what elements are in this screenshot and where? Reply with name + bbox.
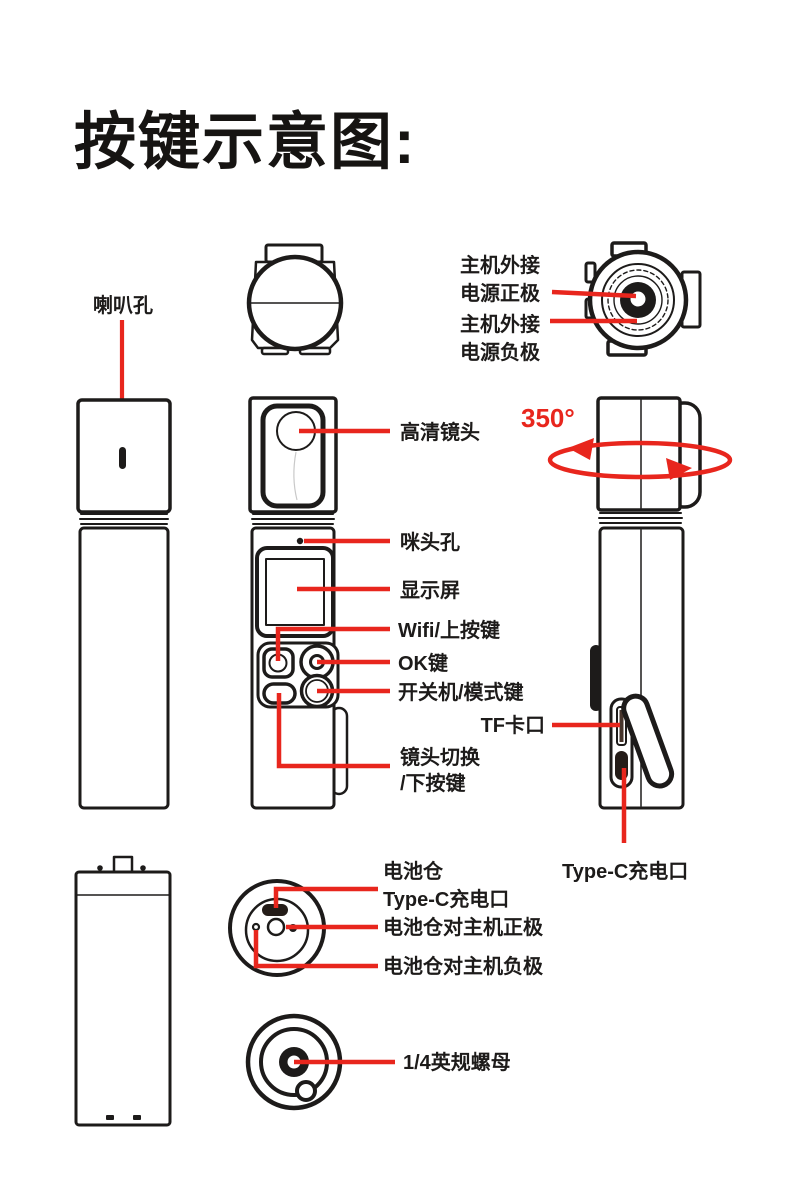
head-top-left-bump <box>584 261 597 284</box>
lens-barrel-ring-dashed <box>607 269 669 331</box>
callout-line-compartment-neg <box>253 930 378 969</box>
label-compartment-line2: Type-C充电口 <box>383 887 509 911</box>
label-hd-lens: 高清镜头 <box>400 420 480 444</box>
label-compartment-pos: 电池仓对主机正极 <box>383 915 544 939</box>
head-top-view: 主机外接 电源正极 主机外接 电源负极 <box>460 241 702 364</box>
display-screen <box>265 558 325 626</box>
label-quarter-nut: 1/4英规螺母 <box>403 1050 511 1074</box>
callout-line-lens-switch <box>276 693 390 769</box>
device-front-view: 高清镜头 咪头孔 显示屏 Wifi/上按键 OK键 开关机/模式键 镜头切换 /… <box>248 396 524 810</box>
callout-line-compartment-typec <box>273 886 378 908</box>
device-side-view: 350° TF卡口 Type-C充电口 <box>481 396 733 883</box>
page-title: 按键示意图: <box>74 108 417 177</box>
nut-notch <box>295 1080 317 1102</box>
label-wifi-up: Wifi/上按键 <box>398 618 500 642</box>
mic-hole <box>296 537 304 545</box>
callout-line-wifi-up <box>275 626 390 661</box>
device-back-view: 喇叭孔 <box>76 293 172 810</box>
tripod-nut-view: 1/4英规螺母 <box>245 1013 511 1111</box>
tf-card-slot-inner <box>619 710 624 742</box>
battery-body <box>74 870 172 1127</box>
label-power-pos-line1: 主机外接 <box>460 253 540 277</box>
label-compartment-line1: 电池仓 <box>383 859 444 883</box>
rotation-arrowhead-right <box>666 458 692 480</box>
lens-reflection <box>293 451 298 501</box>
label-mic-hole: 咪头孔 <box>400 530 460 554</box>
side-head-outline <box>596 396 682 512</box>
label-compartment-neg: 电池仓对主机负极 <box>383 954 544 978</box>
dome-foot-left <box>260 346 290 356</box>
battery-nub-left <box>97 865 103 871</box>
speaker-slot <box>119 447 126 469</box>
label-typec-side: Type-C充电口 <box>562 859 688 883</box>
label-tf-slot: TF卡口 <box>481 714 545 737</box>
compartment-pos-contact <box>266 917 286 937</box>
back-body-outline <box>78 526 170 810</box>
battery-compartment-view: 电池仓 Type-C充电口 电池仓对主机正极 电池仓对主机负极 <box>228 859 544 978</box>
label-rotation-350: 350° <box>521 403 575 433</box>
compartment-neg-contact <box>251 922 261 932</box>
label-speaker-hole: 喇叭孔 <box>93 293 153 317</box>
battery-bottom-tick-2 <box>133 1115 141 1120</box>
typec-port-compartment <box>262 904 288 916</box>
lens-barrel-ring-2 <box>613 275 663 325</box>
battery-bottom-tick-1 <box>106 1115 114 1120</box>
label-lens-switch-line1: 镜头切换 <box>400 745 481 769</box>
label-ok: OK键 <box>398 651 448 675</box>
battery-view <box>74 855 172 1127</box>
rotation-arrowhead-left <box>568 438 594 460</box>
label-power-pos-line2: 电源正极 <box>460 281 541 305</box>
head-dome-view <box>246 243 344 356</box>
callout-line-power-pos <box>551 289 637 299</box>
label-power-neg-line2: 电源负极 <box>460 340 541 364</box>
battery-nub-right <box>140 865 146 871</box>
label-power-mode: 开关机/模式键 <box>398 680 524 704</box>
label-power-neg-line1: 主机外接 <box>460 312 540 336</box>
rotation-arrow-ellipse <box>547 440 733 480</box>
lens-barrel-ring-1 <box>601 263 675 337</box>
battery-terminal <box>112 855 134 874</box>
port-cover-flap <box>621 693 675 789</box>
label-display: 显示屏 <box>400 580 460 602</box>
label-lens-switch-line2: /下按键 <box>400 771 466 795</box>
